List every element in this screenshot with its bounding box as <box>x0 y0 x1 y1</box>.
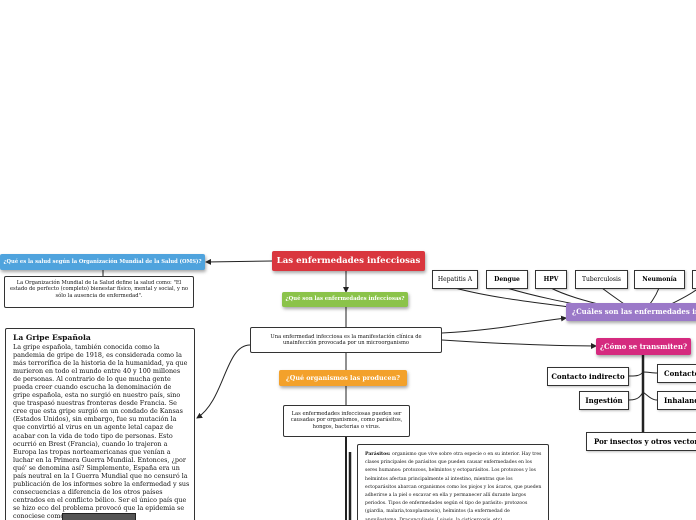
disease-dengue[interactable]: Dengue <box>486 270 528 289</box>
spanish-flu-image <box>62 513 136 520</box>
transmission-vectors[interactable]: Por insectos y otros vectores <box>586 432 696 451</box>
transmission-label: Ingestión <box>585 396 623 405</box>
topic-organisms[interactable]: ¿Qué organismos las producen? <box>279 370 407 386</box>
disease-tuberculosis[interactable]: Tuberculosis <box>575 270 628 289</box>
disease-label: Tuberculosis <box>582 276 621 283</box>
definition-box[interactable]: Una enfermedad infecciosa es la manifest… <box>250 327 442 353</box>
oms-answer-text: La Organización Mundial de la Salud defi… <box>9 280 189 299</box>
topic-what-are[interactable]: ¿Qué son las enfermedades infecciosas? <box>282 292 408 307</box>
topic-which-diseases-label: ¿Cuáles son las enfermedades infe <box>572 307 696 316</box>
disease-label: Hepatitis A <box>437 276 473 283</box>
disease-label: HPV <box>543 276 559 283</box>
definition-text: Una enfermedad infecciosa es la manifest… <box>270 334 422 347</box>
topic-transmission[interactable]: ¿Cómo se transmiten? <box>596 338 691 355</box>
topic-transmission-label: ¿Cómo se transmiten? <box>599 342 688 351</box>
topic-oms-question[interactable]: ¿Qué es la salud según la Organización M… <box>0 254 205 270</box>
parasites-label: Parásitos: <box>365 452 391 457</box>
disease-partial[interactable] <box>692 270 696 289</box>
transmission-indirect-contact[interactable]: Contacto indirecto <box>547 367 629 386</box>
organisms-answer-box[interactable]: Las enfermedades infecciosas pueden ser … <box>283 405 410 437</box>
transmission-label: Contacto indirecto <box>551 372 625 381</box>
spanish-flu-box[interactable]: La Gripe Española La gripe española, tam… <box>5 328 195 520</box>
organisms-answer-text: Las enfermedades infecciosas pueden ser … <box>290 411 403 430</box>
transmission-contact[interactable]: Contacto <box>657 364 696 383</box>
transmission-ingestion[interactable]: Ingestión <box>579 391 629 410</box>
disease-label: Dengue <box>494 276 520 283</box>
oms-answer-box[interactable]: La Organización Mundial de la Salud defi… <box>4 276 194 308</box>
spanish-flu-title: La Gripe Española <box>13 333 91 342</box>
main-topic-label: Las enfermedades infecciosas <box>276 256 421 266</box>
topic-organisms-label: ¿Qué organismos las producen? <box>286 374 400 382</box>
disease-hepatitis-a[interactable]: Hepatitis A <box>432 270 478 289</box>
parasites-text: organismo que vive sobre otra especie o … <box>365 452 542 520</box>
transmission-label: Contacto <box>664 369 696 378</box>
topic-what-are-label: ¿Qué son las enfermedades infecciosas? <box>285 296 405 302</box>
transmission-label: Inhaland <box>664 396 696 405</box>
transmission-inhalation[interactable]: Inhaland <box>657 391 696 410</box>
spanish-flu-text: La gripe española, también conocida como… <box>13 343 190 520</box>
topic-which-diseases[interactable]: ¿Cuáles son las enfermedades infe <box>566 303 696 321</box>
main-topic[interactable]: Las enfermedades infecciosas <box>272 251 425 271</box>
disease-hpv[interactable]: HPV <box>535 270 567 289</box>
parasites-box[interactable]: Parásitos: organismo que vive sobre otra… <box>357 444 549 520</box>
disease-label: Neumonía <box>642 276 677 283</box>
topic-oms-question-label: ¿Qué es la salud según la Organización M… <box>3 259 202 265</box>
transmission-label: Por insectos y otros vectores <box>594 437 696 446</box>
disease-neumonia[interactable]: Neumonía <box>634 270 685 289</box>
